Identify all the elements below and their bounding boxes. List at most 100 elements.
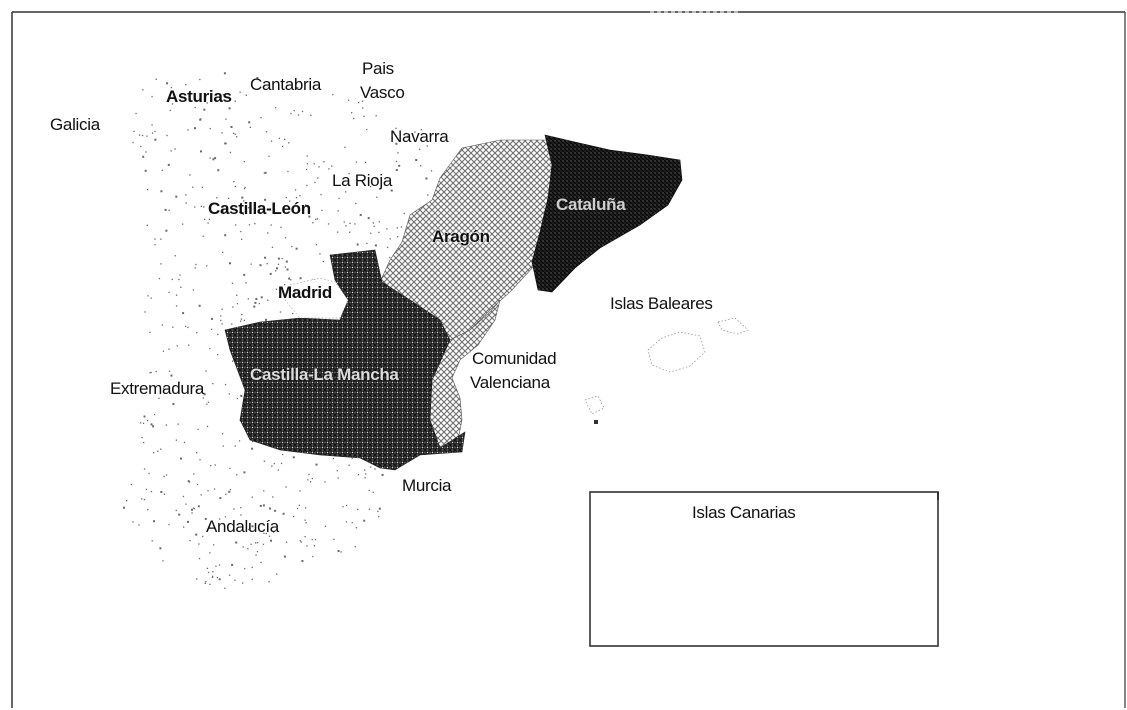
stipple-dot xyxy=(376,196,378,198)
stipple-dot xyxy=(364,477,366,479)
stipple-dot xyxy=(140,145,142,148)
stipple-dot xyxy=(331,165,333,167)
stipple-dot xyxy=(224,234,227,237)
stipple-dot xyxy=(290,279,292,281)
stipple-dot xyxy=(255,542,257,544)
stipple-dot xyxy=(196,578,198,580)
stipple-dot xyxy=(337,550,340,552)
region-islas-baleares[interactable] xyxy=(584,317,749,424)
stipple-dot xyxy=(243,160,245,163)
stipple-dot xyxy=(141,498,143,500)
stipple-dot xyxy=(195,533,198,536)
stipple-dot xyxy=(183,526,185,528)
stipple-dot xyxy=(144,169,147,172)
stipple-dot xyxy=(234,185,236,188)
stipple-dot xyxy=(147,419,149,422)
stipple-dot xyxy=(353,117,355,120)
stipple-dot xyxy=(240,318,243,320)
stipple-dot xyxy=(250,543,252,545)
stipple-dot xyxy=(171,103,174,105)
stipple-dot xyxy=(427,194,429,196)
stipple-dot xyxy=(185,202,187,204)
stipple-dot xyxy=(374,244,377,247)
stipple-dot xyxy=(277,257,280,260)
stipple-dot xyxy=(229,488,232,491)
stipple-dot xyxy=(180,457,182,460)
stipple-dot xyxy=(151,540,153,542)
stipple-dot xyxy=(147,295,149,297)
stipple-dot xyxy=(165,424,167,426)
stipple-dot xyxy=(231,282,234,284)
stipple-dot xyxy=(354,223,356,225)
stipple-dot xyxy=(228,197,230,200)
stipple-dot xyxy=(271,465,273,467)
stipple-dot xyxy=(370,466,372,468)
stipple-dot xyxy=(398,164,401,167)
stipple-dot xyxy=(202,235,204,237)
stipple-dot xyxy=(174,255,176,257)
stipple-dot xyxy=(146,224,148,226)
stipple-dot xyxy=(364,473,367,475)
stipple-dot xyxy=(194,206,196,208)
label-comunidad-valenciana-1: Comunidad xyxy=(472,349,557,368)
stipple-dot xyxy=(251,440,254,443)
label-la-rioja: La Rioja xyxy=(332,171,392,190)
region-madrid[interactable] xyxy=(284,277,349,319)
stipple-dot xyxy=(364,469,366,471)
stipple-dot xyxy=(203,108,206,111)
stipple-dot xyxy=(271,246,274,248)
stipple-dot xyxy=(395,142,398,145)
stipple-dot xyxy=(210,465,212,467)
stipple-dot xyxy=(297,87,299,89)
stipple-dot xyxy=(262,543,265,545)
stipple-dot xyxy=(265,318,267,321)
stipple-dot xyxy=(243,188,246,190)
stipple-dot xyxy=(205,581,207,583)
stipple-dot xyxy=(288,277,291,280)
stipple-dot xyxy=(187,480,190,483)
stipple-dot xyxy=(222,94,224,96)
stipple-dot xyxy=(368,489,370,492)
stipple-dot xyxy=(221,433,224,435)
stipple-dot xyxy=(164,208,167,211)
stipple-dot xyxy=(179,274,181,276)
stipple-dot xyxy=(241,196,244,199)
stipple-dot xyxy=(234,579,236,581)
stipple-dot xyxy=(192,507,195,509)
stipple-dot xyxy=(153,452,155,454)
canarias-inset[interactable] xyxy=(589,491,939,647)
stipple-dot xyxy=(344,146,346,148)
stipple-dot xyxy=(355,527,357,529)
stipple-dot xyxy=(430,170,433,172)
stipple-dot xyxy=(377,510,379,512)
stipple-dot xyxy=(269,272,272,275)
region-cataluna[interactable] xyxy=(531,134,683,293)
stipple-dot xyxy=(256,77,259,79)
stipple-dot xyxy=(238,440,241,442)
stipple-dot xyxy=(126,500,128,502)
stipple-dot xyxy=(306,545,308,547)
stipple-dot xyxy=(277,263,280,265)
stipple-dot xyxy=(378,221,380,223)
stipple-dot xyxy=(193,473,195,475)
stipple-dot xyxy=(284,237,287,239)
stipple-dot xyxy=(206,265,208,267)
stipple-dot xyxy=(342,506,344,508)
stipple-dot xyxy=(168,291,170,293)
stipple-dot xyxy=(143,498,146,501)
stipple-dot xyxy=(175,439,177,441)
stipple-dot xyxy=(148,472,150,475)
stipple-dot xyxy=(212,158,215,161)
stipple-dot xyxy=(206,403,208,405)
stipple-dot xyxy=(313,163,315,165)
stipple-dot xyxy=(306,163,309,165)
stipple-dot xyxy=(245,94,247,96)
stipple-dot xyxy=(178,381,180,383)
region-castilla-la-mancha[interactable] xyxy=(224,249,466,471)
stipple-dot xyxy=(308,215,311,218)
stipple-dot xyxy=(160,190,163,193)
stipple-dot xyxy=(143,441,145,444)
stipple-dot xyxy=(275,270,277,272)
stipple-dot xyxy=(224,516,227,518)
stipple-dot xyxy=(264,171,267,174)
